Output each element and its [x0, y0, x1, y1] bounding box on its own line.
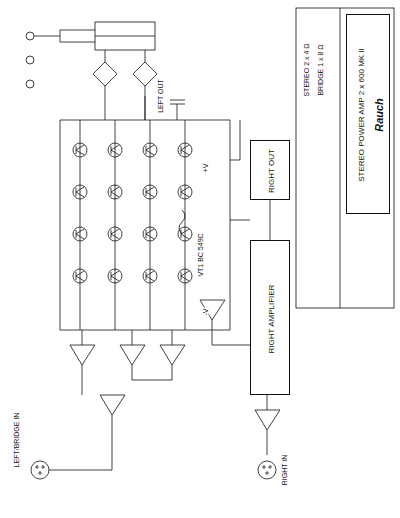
transformer-symbol [60, 22, 155, 50]
signal-label: BRIDGE 1 x 8 Ω [317, 43, 324, 96]
output-wiring [145, 96, 250, 234]
mains-input-symbol [26, 30, 60, 88]
title-block: STEREO POWER AMP 2 x 600 MK II Rauch [346, 14, 390, 214]
amplifier-box: RIGHT AMPLIFIER [250, 240, 290, 395]
signal-label: LEFT/BRIDGE IN [13, 412, 20, 469]
xlr-input-connector [31, 440, 276, 479]
signal-label: RIGHT IN [281, 454, 288, 487]
box-title: RIGHT AMPLIFIER [267, 284, 276, 353]
brand-name: Rauch [373, 98, 385, 132]
connector [270, 200, 271, 240]
signal-label: STEREO 2 x 4 Ω [303, 42, 310, 97]
box-title: STEREO POWER AMP 2 x 600 MK II [357, 48, 366, 182]
supply-rails [60, 100, 230, 330]
rectifier-bridge [93, 50, 157, 120]
box-title: RIGHT OUT [267, 149, 276, 193]
title-block-frame [296, 8, 394, 308]
signal-label: VT1 BC 549C [197, 232, 204, 277]
op-amp-symbol [70, 300, 280, 455]
output-transistors [73, 120, 192, 330]
amplifier-box: RIGHT OUT [250, 140, 290, 200]
signal-label: +V [202, 163, 209, 174]
signal-label: -V [202, 308, 209, 317]
signal-label: LEFT OUT [157, 78, 164, 114]
